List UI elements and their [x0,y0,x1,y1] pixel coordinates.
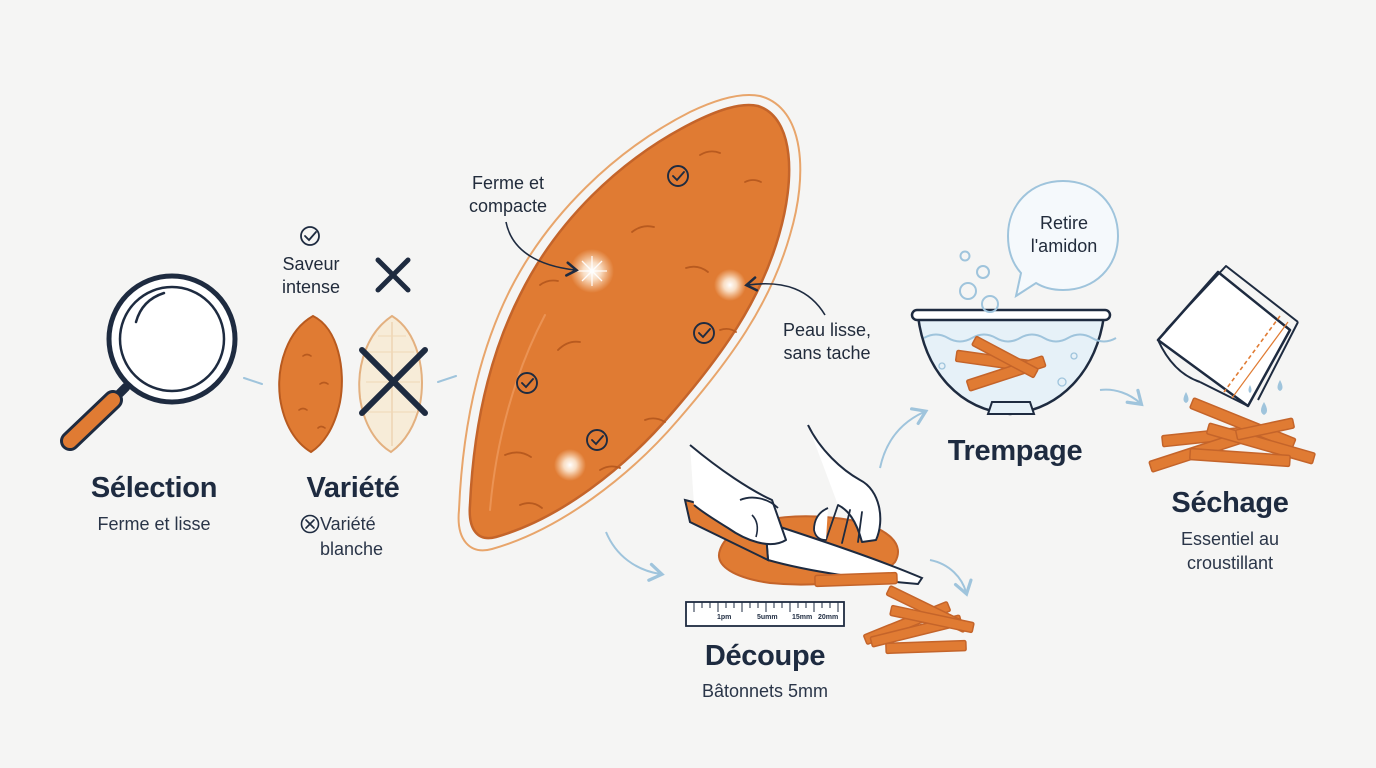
cross-circle-icon [300,514,320,534]
step-title-selection: Sélection [90,472,218,504]
ruler-label: 5umm [757,614,778,621]
connector-line [437,375,457,383]
flow-arrow-icon [605,531,665,582]
ruler-label: 1pm [717,614,732,621]
towel-icon [1156,265,1299,408]
step-title-decoupe: Découpe [704,640,826,672]
magnifier-icon [60,273,238,451]
step-title-variete: Variété [306,472,400,504]
check-icon [516,165,715,451]
callout-skin: Peau lisse, sans tache [782,320,872,363]
trempage-bubble-text: Retire l'amidon [1030,213,1098,256]
cross-icon [375,257,411,293]
glow [554,449,586,481]
sweet-potato [457,94,802,552]
hand-icon [689,444,787,545]
step-title-sechage: Séchage [1171,487,1289,519]
cross-icon [359,347,428,416]
ruler-label: 15mm [792,614,813,621]
ruler-label: 20mm [818,614,839,621]
connector-line [243,377,263,385]
bubbles [959,250,999,313]
ruler-icon [685,601,845,627]
variety-bad-label: Variété blanche [320,514,384,559]
fries-icon [863,585,975,655]
step-subtitle-sechage: Essentiel au croustillant [1180,529,1280,573]
speech-bubble-icon [1006,179,1120,299]
flow-arrow-icon [929,559,973,597]
small-sweet-potato [278,314,343,454]
step-subtitle-selection: Ferme et lisse [97,514,211,534]
water-drop-icon [1183,380,1283,415]
fries-icon [1148,397,1316,473]
check-icon [300,226,320,246]
glow [714,269,746,301]
flow-arrow-icon [879,407,929,469]
step-subtitle-decoupe: Bâtonnets 5mm [701,681,829,701]
variety-good-label: Saveur intense [281,254,341,297]
fry-stick [814,571,898,588]
flow-arrow-icon [1099,388,1144,407]
hand-icon [807,424,882,544]
callout-firm: Ferme et compacte [468,173,548,216]
step-title-trempage: Trempage [947,435,1083,467]
callout-arrow [505,221,579,277]
knife-icon [683,498,924,586]
bowl-icon [910,308,1117,416]
callout-arrow [744,276,826,316]
